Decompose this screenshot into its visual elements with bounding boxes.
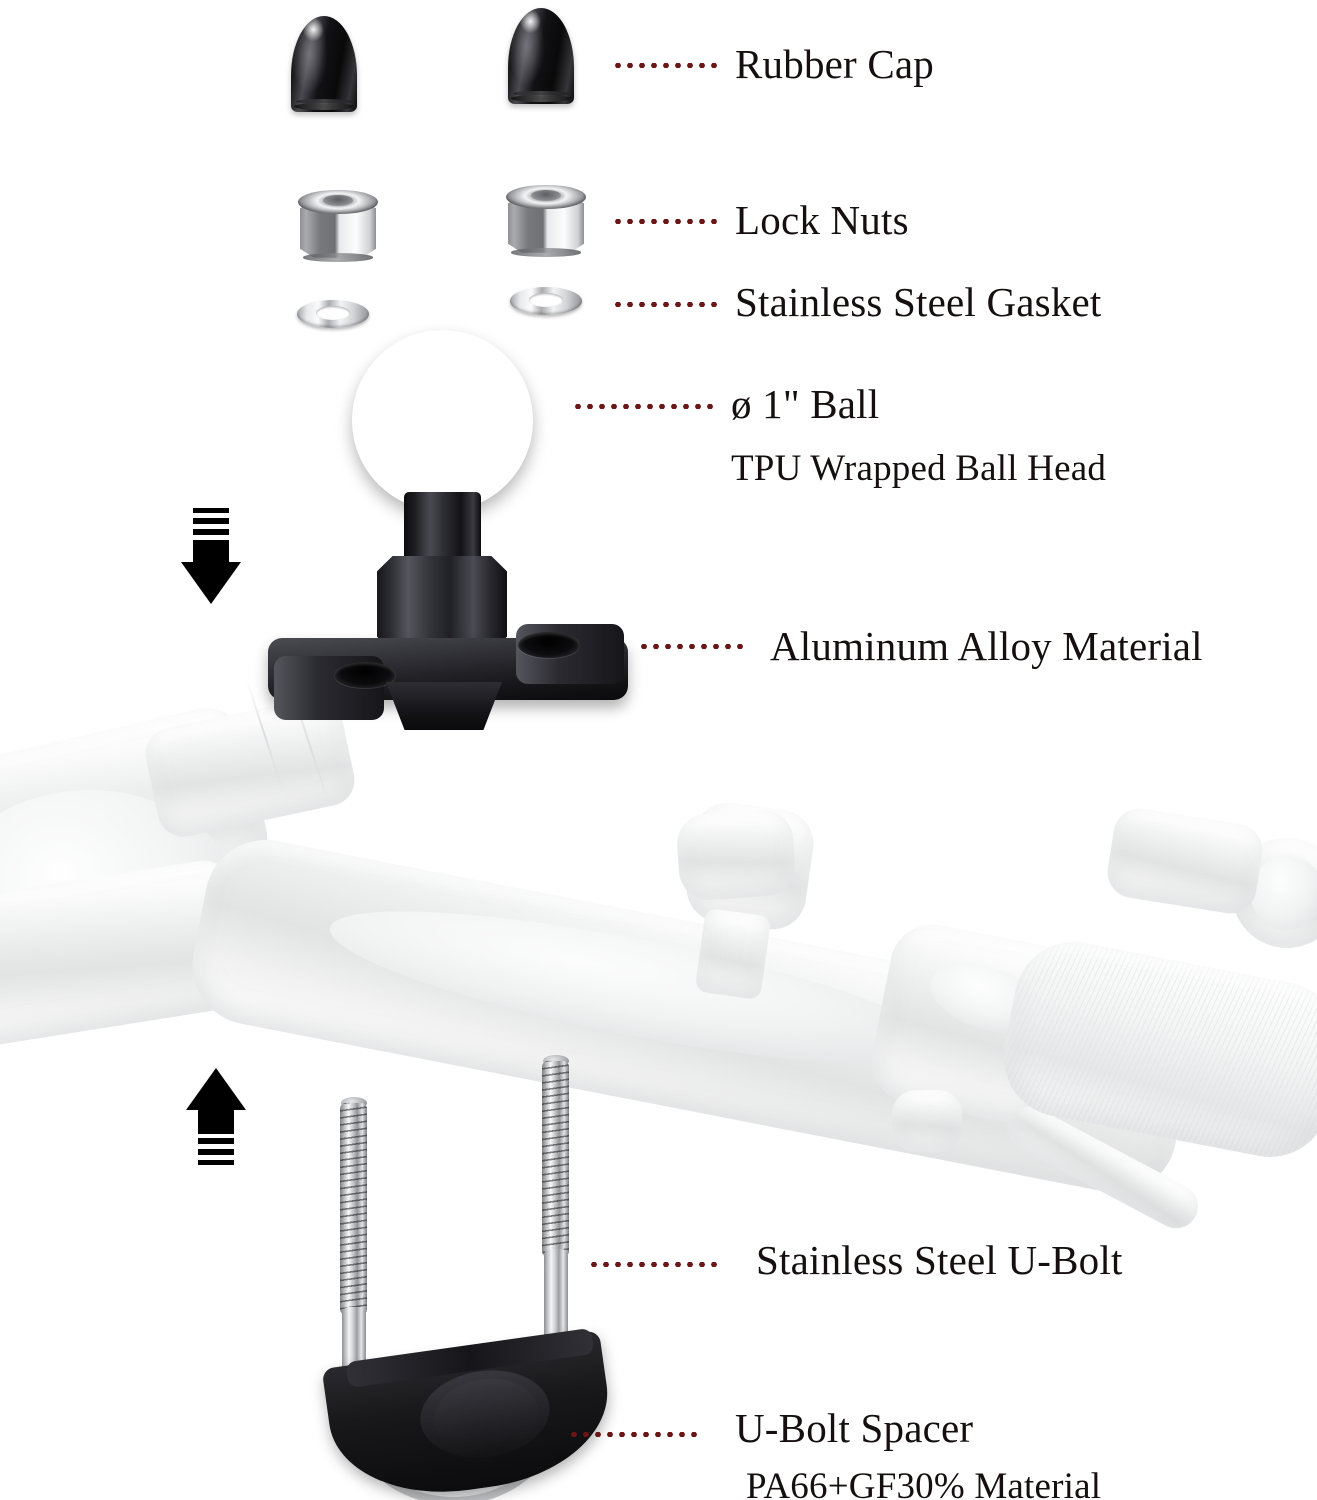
arrow-up-tick-3 xyxy=(198,1160,234,1165)
leader-aluminum xyxy=(638,644,743,649)
u-bolt-spacer xyxy=(321,1327,619,1500)
lock-nut-left-base xyxy=(303,253,373,262)
label-aluminum: Aluminum Alloy Material xyxy=(770,623,1203,669)
lock-nut-left xyxy=(298,190,378,262)
leader-u-bolt xyxy=(588,1262,718,1267)
label-ball-sub: TPU Wrapped Ball Head xyxy=(731,448,1107,489)
rubber-cap-right xyxy=(508,8,574,104)
rubber-cap-right-inner-rim xyxy=(513,91,569,96)
handlebar-perch-bolt-boss xyxy=(892,1090,962,1152)
label-lock-nuts: Lock Nuts xyxy=(735,197,909,243)
label-ball: ø 1" Ball xyxy=(731,381,880,427)
u-bolt-right-thread xyxy=(542,1061,569,1257)
rubber-cap-left-inner-rim xyxy=(296,99,352,104)
leader-u-bolt-spacer xyxy=(568,1432,698,1437)
handlebar-mirror-pad xyxy=(675,808,797,902)
rubber-cap-left-rim xyxy=(293,103,355,110)
base-plate-center-stem xyxy=(386,682,502,730)
label-gasket: Stainless Steel Gasket xyxy=(735,279,1102,325)
lock-nut-right xyxy=(506,185,586,257)
u-bolt-assembly xyxy=(300,1055,620,1500)
ball-head xyxy=(352,330,533,511)
arrow-down-tick-1 xyxy=(193,508,229,513)
arrow-down-tick-2 xyxy=(193,518,229,524)
gasket-left-bore xyxy=(315,306,351,320)
base-plate-hole-left xyxy=(334,662,396,688)
arrow-down-head xyxy=(181,562,241,604)
arrow-up-head xyxy=(186,1068,246,1110)
handlebar-accessory-block xyxy=(1103,804,1267,918)
gasket-left xyxy=(297,300,369,328)
leader-lock-nuts xyxy=(612,219,717,224)
base-plate-hole-right xyxy=(518,632,580,658)
lock-nut-right-base xyxy=(511,248,581,257)
label-rubber-cap: Rubber Cap xyxy=(735,41,934,87)
label-u-bolt-spacer: U-Bolt Spacer xyxy=(735,1405,974,1451)
leader-gasket xyxy=(612,302,717,307)
assembly-arrow-down xyxy=(180,508,242,604)
base-plate xyxy=(268,620,628,730)
gasket-right-bore xyxy=(528,293,564,307)
label-u-bolt-spacer-sub: PA66+GF30% Material xyxy=(746,1466,1102,1500)
arrow-down-tick-3 xyxy=(193,529,229,535)
hex-collar xyxy=(377,556,507,652)
arrow-up-tick-2 xyxy=(198,1149,234,1155)
lock-nut-left-bore xyxy=(322,195,354,206)
handlebar-bar-end-ring xyxy=(1250,856,1317,930)
label-u-bolt: Stainless Steel U-Bolt xyxy=(756,1237,1123,1283)
leader-ball xyxy=(572,404,714,409)
gasket-right xyxy=(510,287,582,315)
assembly-arrow-up xyxy=(185,1068,247,1165)
handlebar-mirror-base xyxy=(694,907,772,1001)
lock-nut-right-bore xyxy=(530,190,562,201)
arrow-up-tick-1 xyxy=(198,1138,234,1144)
leader-rubber-cap xyxy=(612,63,717,68)
rubber-cap-left xyxy=(291,16,357,112)
rubber-cap-right-rim xyxy=(510,95,572,102)
arrow-up-shaft xyxy=(198,1108,234,1134)
u-bolt-left-thread xyxy=(340,1103,367,1315)
